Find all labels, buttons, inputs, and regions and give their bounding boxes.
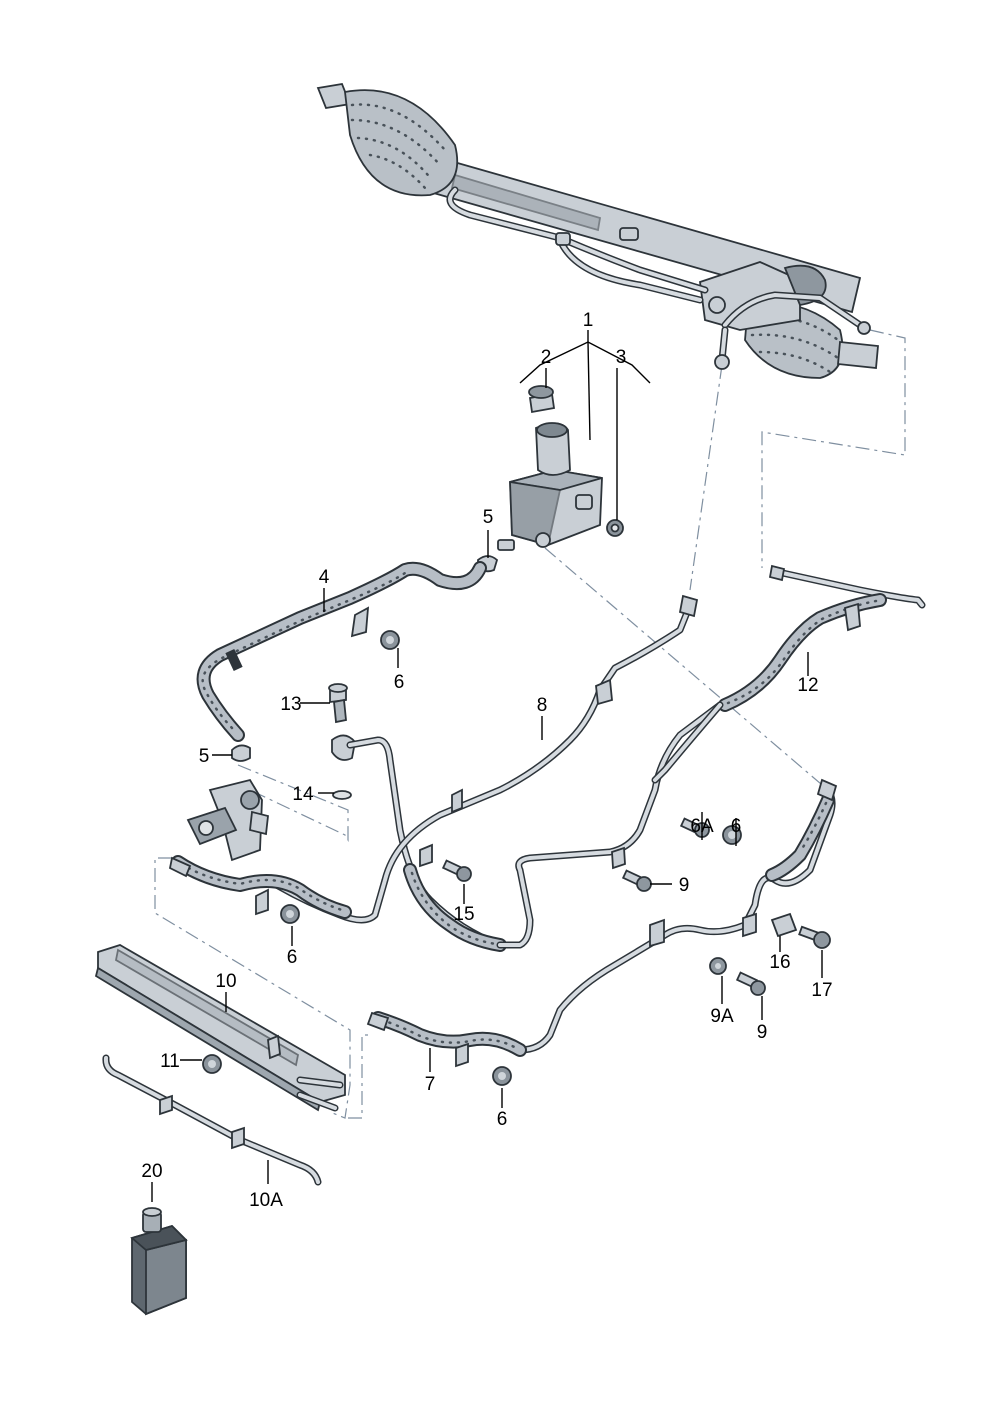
pipe-8 (261, 594, 699, 924)
callout-6-right: 6 (731, 816, 742, 837)
callout-9A: 9A (710, 1006, 734, 1027)
power-steering-pump (186, 778, 269, 862)
bracket-16 (770, 912, 798, 938)
callout-5-lower: 5 (199, 746, 210, 767)
callout-3: 3 (616, 347, 627, 368)
callout-8: 8 (537, 695, 548, 716)
callout-20: 20 (141, 1161, 162, 1182)
callout-16: 16 (769, 952, 790, 973)
hose-4 (196, 561, 487, 762)
callout-9-upper: 9 (679, 875, 690, 896)
hose-15 (346, 701, 724, 952)
callout-11: 11 (160, 1051, 180, 1072)
cooler-hose-upper (168, 855, 352, 919)
bolt-15 (441, 859, 472, 882)
callout-6-left: 6 (287, 947, 298, 968)
assembly-dash-lines (154, 329, 906, 1119)
callout-6-lower: 6 (497, 1109, 508, 1130)
return-line-lower (366, 778, 838, 1068)
callout-6A: 6A (690, 816, 714, 837)
reservoir-assembly (477, 385, 624, 573)
callout-12: 12 (797, 675, 818, 696)
hose-12 (651, 564, 926, 784)
callout-14: 14 (292, 784, 314, 805)
nut-6-d (492, 1066, 512, 1086)
nut-6-a (380, 630, 400, 650)
callout-9-lower: 9 (757, 1022, 768, 1043)
callout-7: 7 (425, 1074, 436, 1095)
cooler-bracket (102, 1054, 322, 1186)
callout-13: 13 (280, 694, 301, 715)
bolt-17 (798, 925, 831, 949)
callout-4: 4 (319, 567, 330, 588)
leader-lines (151, 330, 823, 1202)
nut-6-b (280, 904, 300, 924)
callout-10A: 10A (249, 1190, 283, 1211)
callout-2: 2 (541, 347, 552, 368)
steering-rack (316, 82, 879, 379)
callout-15: 15 (453, 904, 474, 925)
bolt-9-b (735, 971, 766, 996)
callout-10: 10 (215, 971, 236, 992)
clip-9A (709, 957, 727, 975)
bolt-9-a (621, 869, 652, 892)
oil-cooler (94, 944, 346, 1112)
hydraulic-fluid-bottle (130, 1207, 188, 1316)
callout-17: 17 (811, 980, 832, 1001)
nut-11 (202, 1054, 222, 1074)
callout-1: 1 (583, 310, 594, 331)
callout-labels: 1 2 3 5 4 6 12 13 8 5 14 6A 6 9 15 6 16 … (141, 310, 832, 1211)
boot-left (344, 89, 459, 197)
callout-6-hose4: 6 (394, 672, 405, 693)
callout-5-upper: 5 (483, 507, 494, 528)
